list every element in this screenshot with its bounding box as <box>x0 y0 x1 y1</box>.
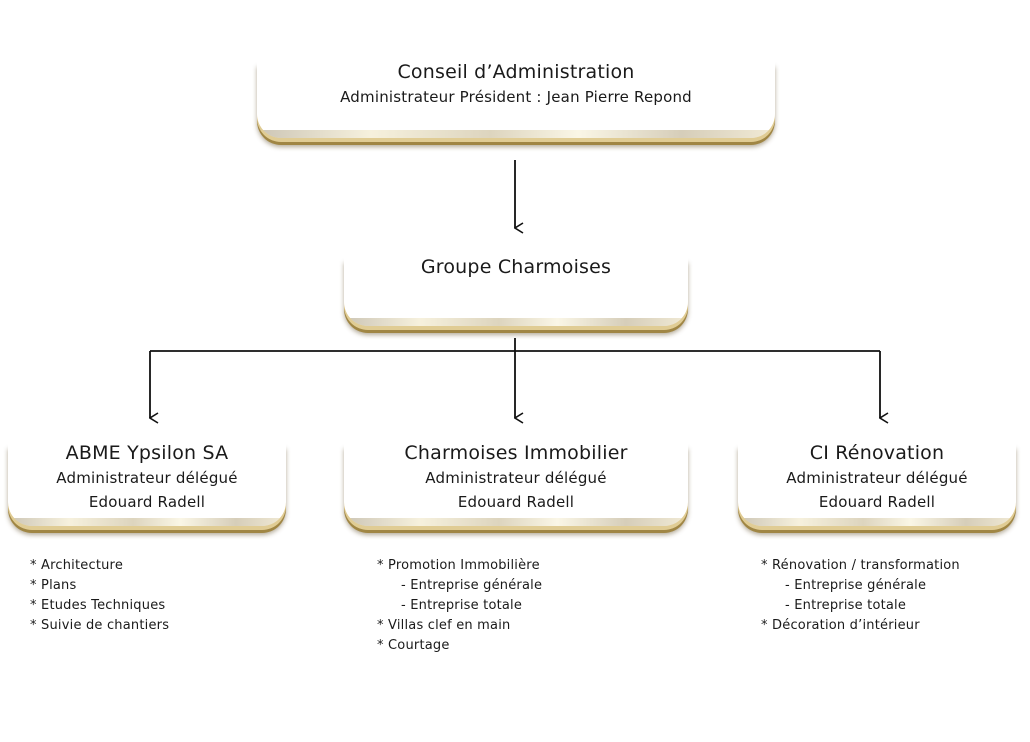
activity-subitem: - Entreprise totale <box>785 598 907 613</box>
subsidiary-box-abme: ABME Ypsilon SA Administrateur délégué E… <box>8 440 286 526</box>
subsidiary-name: ABME Ypsilon SA <box>65 442 229 464</box>
activity-item: * Architecture <box>30 558 124 573</box>
activity-item: * Courtage <box>377 638 450 653</box>
board-box: Conseil d’Administration Administrateur … <box>257 58 775 138</box>
subsidiary-box-renovation: CI Rénovation Administrateur délégué Edo… <box>738 440 1016 526</box>
subsidiary-name: Charmoises Immobilier <box>404 442 628 464</box>
activity-list-renovation: * Rénovation / transformation - Entrepri… <box>761 556 960 636</box>
activity-list-immobilier: * Promotion Immobilière - Entreprise gén… <box>377 556 542 656</box>
activity-list-abme: * Architecture * Plans * Etudes Techniqu… <box>30 556 169 636</box>
subsidiary-box-immobilier: Charmoises Immobilier Administrateur dél… <box>344 440 688 526</box>
board-president: Administrateur Président : Jean Pierre R… <box>340 88 692 106</box>
subsidiary-role: Administrateur délégué <box>56 469 238 487</box>
activity-item: * Villas clef en main <box>377 618 511 633</box>
activity-subitem: - Entreprise générale <box>785 578 927 593</box>
activity-item: * Rénovation / transformation <box>761 558 960 573</box>
activity-subitem: - Entreprise totale <box>401 598 523 613</box>
subsidiary-person: Edouard Radell <box>818 493 936 511</box>
activity-item: * Promotion Immobilière <box>377 558 540 573</box>
subsidiary-role: Administrateur délégué <box>786 469 968 487</box>
group-box: Groupe Charmoises <box>344 254 688 326</box>
subsidiary-name: CI Rénovation <box>809 442 945 464</box>
activity-item: * Plans <box>30 578 77 593</box>
activity-item: * Décoration d’intérieur <box>761 618 920 633</box>
board-title: Conseil d’Administration <box>397 61 635 83</box>
activity-item: * Etudes Techniques <box>30 598 166 613</box>
activity-subitem: - Entreprise générale <box>401 578 543 593</box>
subsidiary-person: Edouard Radell <box>88 493 206 511</box>
group-title: Groupe Charmoises <box>420 256 612 278</box>
activity-item: * Suivie de chantiers <box>30 618 170 633</box>
subsidiary-person: Edouard Radell <box>457 493 575 511</box>
subsidiary-role: Administrateur délégué <box>425 469 607 487</box>
